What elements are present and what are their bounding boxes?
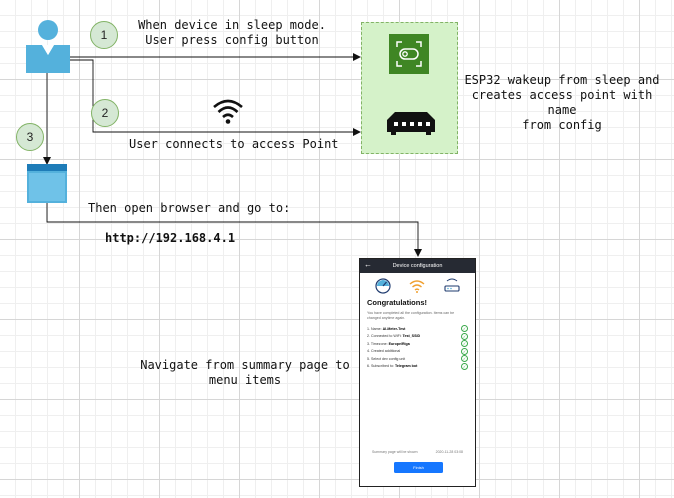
finish-button[interactable]: Finish [394, 462, 443, 473]
browser-window-icon [27, 164, 67, 203]
summary-description: You have completed all the configuration… [367, 311, 455, 320]
arrow-connect-ap [70, 59, 361, 136]
summary-item-wifi[interactable]: 2. Connected to WiFi: Test_SSID ✓ [367, 332, 468, 341]
navigate-line-2: menu items [208, 373, 282, 387]
step-1-label: 1 [100, 28, 108, 42]
congratulations-title: Congratulations! [367, 298, 427, 307]
sleep-mode-line-1: When device in sleep mode. [138, 18, 326, 32]
wakeup-text: ESP32 wakeup from sleep and creates acce… [460, 73, 664, 133]
phone-header: ← Device configuration [360, 259, 475, 273]
device-icon [389, 34, 429, 74]
summary-item-label: 5. Select dev config unit [367, 356, 406, 361]
check-icon: ✓ [461, 347, 468, 355]
wakeup-line-2: creates access point with name [471, 88, 653, 117]
summary-item-label: 3. Timezone: Europe/Riga [367, 341, 410, 346]
connect-ap-text: User connects to access Point [129, 137, 339, 151]
summary-item-label: 2. Connected to WiFi: Test_SSID [367, 334, 421, 339]
check-icon: ✓ [461, 362, 468, 370]
check-icon: ✓ [461, 340, 468, 348]
check-icon: ✓ [461, 325, 468, 333]
router-blue-icon [444, 278, 460, 292]
wakeup-line-3: from config [522, 118, 602, 132]
summary-item-label: 4. Created additional [367, 349, 401, 354]
summary-item-additional[interactable]: 4. Created additional ✓ [367, 347, 468, 356]
summary-item-label: 1. Name: AI-Meter-Test [367, 326, 406, 331]
step-3-badge: 3 [16, 123, 44, 151]
device-configuration-screen: ← Device configuration Congratulations! … [359, 258, 476, 487]
check-icon: ✓ [461, 355, 468, 363]
summary-item-name[interactable]: 1. Name: AI-Meter-Test ✓ [367, 325, 468, 333]
wifi-orange-icon [410, 280, 425, 293]
sleep-mode-text: When device in sleep mode. User press co… [118, 18, 346, 48]
navigate-text: Navigate from summary page to menu items [140, 358, 350, 388]
wakeup-line-1: ESP32 wakeup from sleep and [464, 73, 660, 87]
router-icon [387, 112, 435, 135]
step-3-label: 3 [26, 130, 34, 144]
arrow-browser-to-phone [46, 203, 422, 257]
phone-status-icons [360, 273, 475, 294]
back-arrow-icon[interactable]: ← [364, 260, 372, 269]
step-2-badge: 2 [91, 99, 119, 127]
phone-footer: Summary page will be shown 2020-11-28 03… [360, 450, 475, 454]
summary-item-timezone[interactable]: 3. Timezone: Europe/Riga ✓ [367, 340, 468, 348]
user-icon [26, 20, 70, 73]
gauge-icon [375, 278, 391, 294]
navigate-line-1: Navigate from summary page to [140, 358, 350, 372]
phone-header-title: Device configuration [392, 263, 443, 269]
sleep-mode-line-2: User press config button [145, 33, 319, 47]
footer-note: Summary page will be shown [372, 450, 418, 454]
check-icon: ✓ [461, 332, 468, 340]
open-browser-text: Then open browser and go to: [88, 201, 291, 215]
summary-list: 1. Name: AI-Meter-Test ✓ 2. Connected to… [360, 321, 475, 370]
url-text: http://192.168.4.1 [105, 231, 236, 245]
step-2-label: 2 [101, 106, 109, 120]
summary-item-telegram[interactable]: 6. Subscribed to: Telegram bot ✓ [367, 362, 468, 371]
summary-item-label: 6. Subscribed to: Telegram bot [367, 364, 418, 369]
wifi-icon [213, 99, 243, 124]
step-1-badge: 1 [90, 21, 118, 49]
footer-timestamp: 2020-11-28 03:08 [435, 450, 463, 454]
summary-item-config-unit[interactable]: 5. Select dev config unit ✓ [367, 355, 468, 363]
